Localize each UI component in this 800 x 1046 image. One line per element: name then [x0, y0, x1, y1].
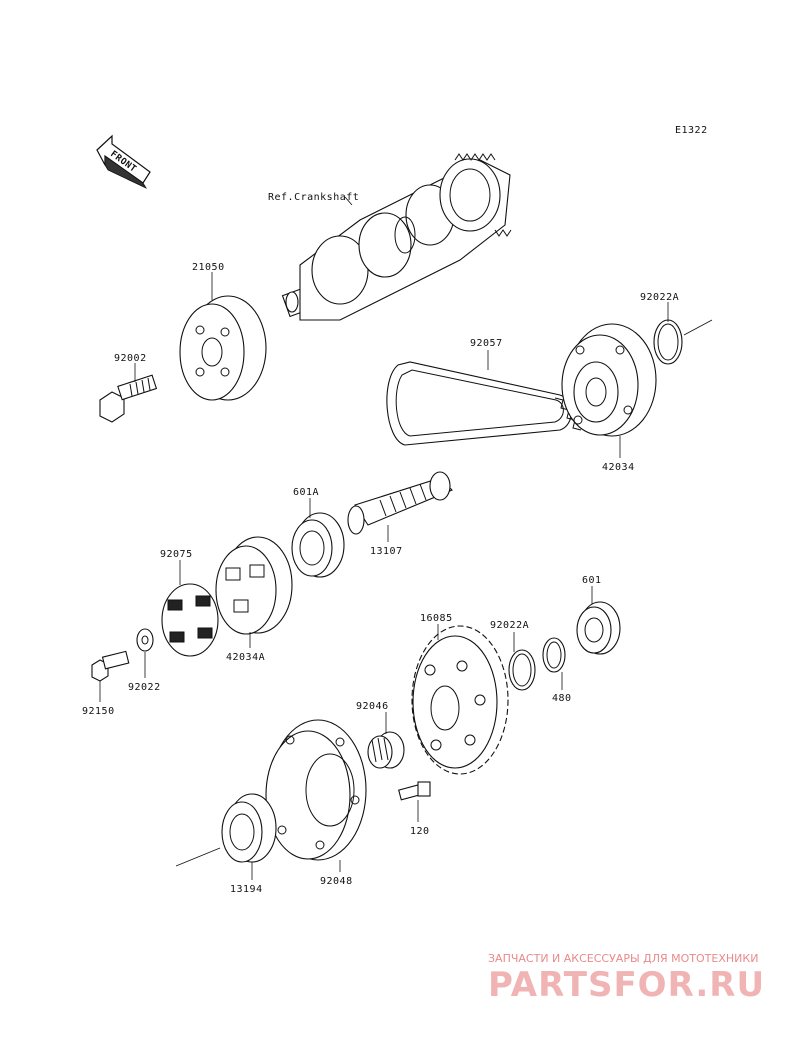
part-92022A-ring-mid — [508, 649, 536, 691]
watermark-brand: PARTSFOR.RU — [488, 965, 765, 1005]
part-601-bearing — [576, 601, 621, 655]
label-ref-crankshaft: Ref.Crankshaft — [268, 192, 359, 203]
label-92022A-top: 92022A — [640, 292, 679, 303]
label-120: 120 — [410, 826, 430, 837]
part-92048-housing — [265, 719, 367, 861]
part-21050-rotor — [179, 295, 267, 401]
part-42034-sprocket — [561, 323, 657, 437]
label-92022A-mid: 92022A — [490, 620, 529, 631]
label-480: 480 — [552, 693, 572, 704]
part-13107-shaft — [347, 471, 453, 535]
watermark-tagline: ЗАПЧАСТИ И АКСЕССУАРЫ ДЛЯ МОТОТЕХНИКИ — [488, 952, 758, 965]
label-601: 601 — [582, 575, 602, 586]
part-92057-chain — [386, 361, 582, 446]
part-92075-damper — [161, 583, 219, 657]
label-21050: 21050 — [192, 262, 225, 273]
label-92150: 92150 — [82, 706, 115, 717]
label-92075: 92075 — [160, 549, 193, 560]
diagram-code: E1322 — [675, 125, 708, 136]
part-42034A-housing — [215, 536, 293, 635]
part-92002-bolt — [99, 374, 158, 423]
part-13194-coupling — [221, 793, 277, 863]
label-16085: 16085 — [420, 613, 453, 624]
part-120-bolt — [398, 781, 431, 801]
part-92022-washer — [136, 628, 154, 652]
label-601A: 601A — [293, 487, 319, 498]
label-13107: 13107 — [370, 546, 403, 557]
leader-lines — [99, 196, 669, 880]
crankshaft-drawing — [281, 153, 512, 321]
part-92022A-ring-top — [653, 319, 683, 365]
label-92048: 92048 — [320, 876, 353, 887]
label-13194: 13194 — [230, 884, 263, 895]
part-92046-needle-bearing — [367, 731, 405, 769]
label-92002: 92002 — [114, 353, 147, 364]
part-92150-bolt — [91, 650, 130, 682]
label-92057: 92057 — [470, 338, 503, 349]
label-42034: 42034 — [602, 462, 635, 473]
label-42034A: 42034A — [226, 652, 265, 663]
part-480-circlip — [542, 637, 566, 673]
part-16085-gear — [411, 625, 509, 775]
label-92046: 92046 — [356, 701, 389, 712]
label-92022: 92022 — [128, 682, 161, 693]
part-601A-bearing — [291, 512, 345, 578]
watermark: ЗАПЧАСТИ И АКСЕССУАРЫ ДЛЯ МОТОТЕХНИКИ PA… — [488, 952, 765, 1005]
front-arrow-icon: FRONT — [96, 134, 151, 189]
